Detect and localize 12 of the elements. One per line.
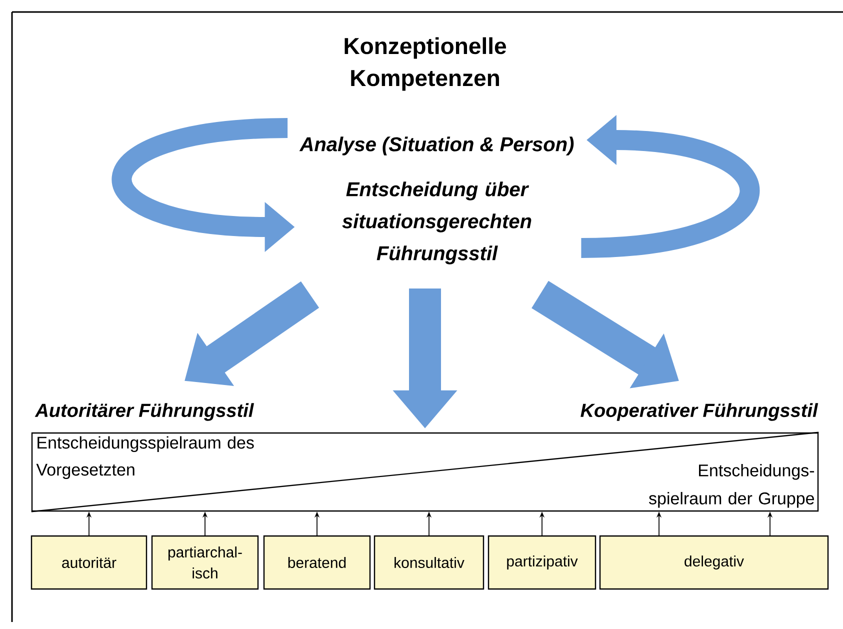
style-box: partiarchal- isch <box>151 535 259 590</box>
style-box: beratend <box>263 535 371 590</box>
style-heading: Autoritärer Führungsstil <box>34 403 254 421</box>
step-text: Entscheidung über situationsgerechten Führungsstil <box>342 182 532 264</box>
style-box: partizipativ <box>488 535 596 590</box>
style-heading: Kooperativer Führungsstil <box>580 403 818 421</box>
spectrum-box: Entscheidungsspielraum des Vorgesetzten Entscheidungs- spielraum der Gruppe <box>31 432 819 512</box>
step-text: Analyse (Situation & Person) <box>299 136 574 156</box>
title: Konzeptionelle Kompetenzen <box>344 37 506 91</box>
style-box: delegativ <box>599 535 829 590</box>
style-box: autoritär <box>30 535 148 590</box>
style-box: konsultativ <box>374 535 484 590</box>
